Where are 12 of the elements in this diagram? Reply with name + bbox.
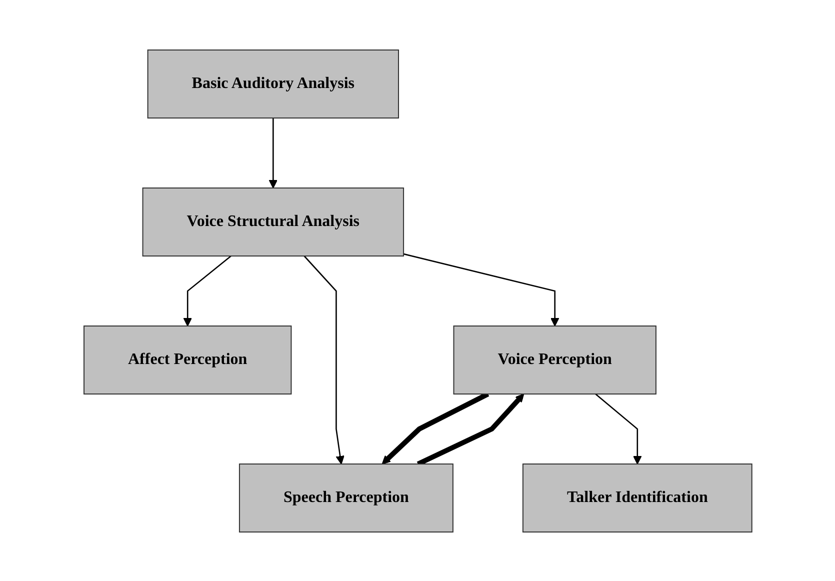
node-box: Voice Structural Analysis [142, 187, 404, 256]
arrow [182, 255, 231, 326]
arrow [416, 393, 524, 466]
node-box: Speech Perception [238, 463, 454, 532]
node-box: Talker Identification [522, 463, 752, 532]
node-box: Affect Perception [83, 325, 292, 394]
arrow [268, 118, 278, 188]
node-box: Voice Perception [452, 325, 656, 394]
node-box: Basic Auditory Analysis [146, 49, 399, 118]
arrow [594, 393, 642, 464]
arrow [402, 252, 559, 326]
arrow [303, 255, 344, 464]
